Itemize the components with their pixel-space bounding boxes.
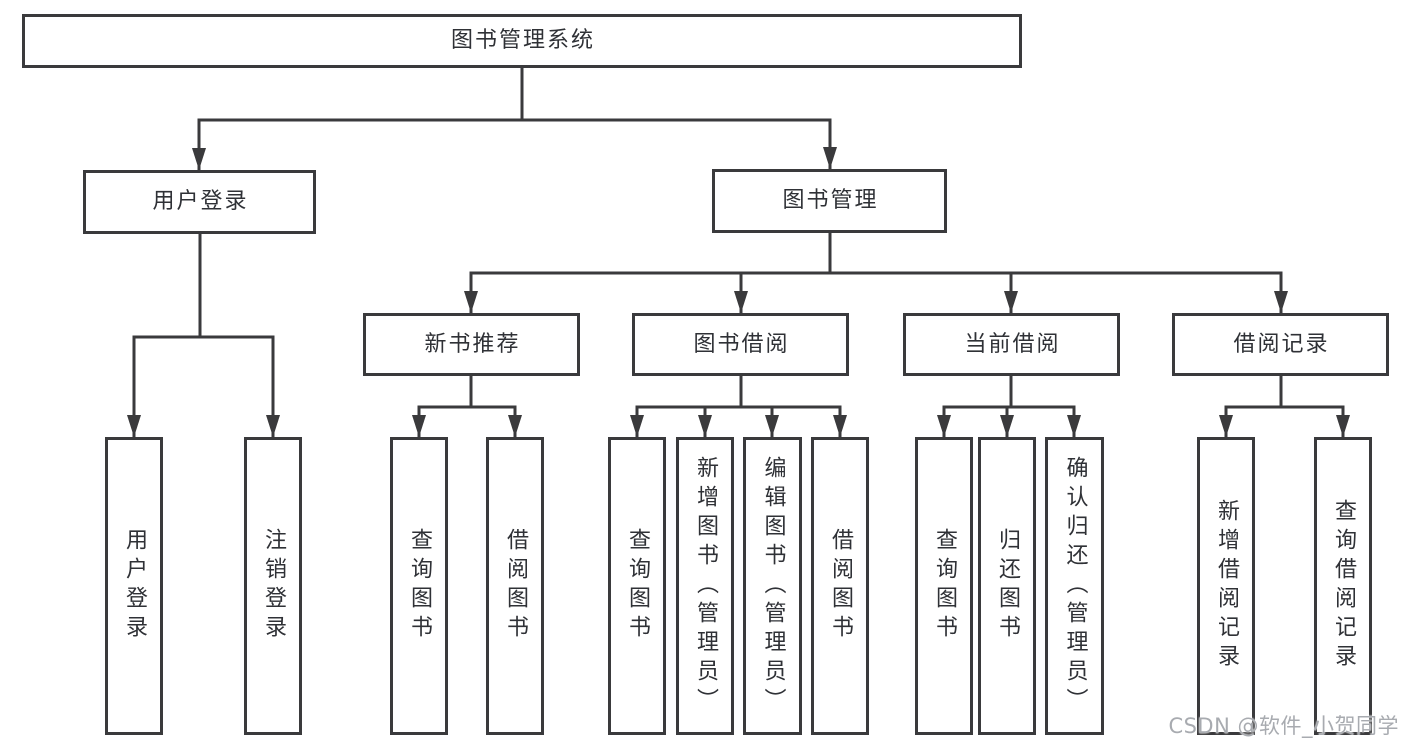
node-book-borrowing: 图书借阅	[632, 313, 849, 376]
node-current-borrowing: 当前借阅	[903, 313, 1120, 376]
node-book-management: 图书管理	[712, 169, 947, 233]
node-user-login: 用户登录	[83, 170, 316, 234]
leaf-records-query-record: 查询借阅记录	[1314, 437, 1372, 735]
leaf-borrowing-query-books: 查询图书	[608, 437, 666, 735]
node-borrowing-records: 借阅记录	[1172, 313, 1389, 376]
leaf-current-query-books: 查询图书	[915, 437, 973, 735]
leaf-logout: 注销登录	[244, 437, 302, 735]
node-new-book-recommend: 新书推荐	[363, 313, 580, 376]
leaf-user-login: 用户登录	[105, 437, 163, 735]
leaf-current-confirm-return: 确认归还（管理员）	[1045, 437, 1104, 735]
leaf-borrowing-add-books: 新增图书（管理员）	[676, 437, 734, 735]
leaf-borrowing-edit-books: 编辑图书（管理员）	[743, 437, 802, 735]
leaf-current-return-books: 归还图书	[978, 437, 1036, 735]
leaf-recommend-query-books: 查询图书	[390, 437, 448, 735]
leaf-recommend-borrow-books: 借阅图书	[486, 437, 544, 735]
leaf-records-add-record: 新增借阅记录	[1197, 437, 1255, 735]
node-root: 图书管理系统	[22, 14, 1022, 68]
leaf-borrowing-borrow-books: 借阅图书	[811, 437, 869, 735]
